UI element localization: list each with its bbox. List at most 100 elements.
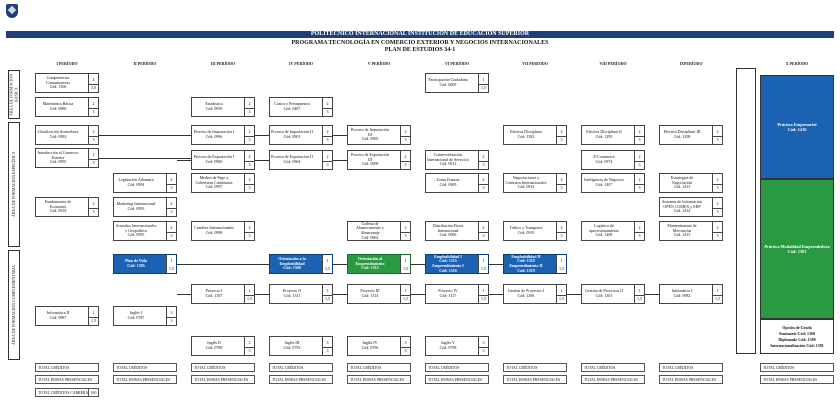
course-code: Cód: 1414	[673, 208, 691, 214]
course-credits: 2	[478, 151, 488, 162]
course-name: Electiva Disciplinar	[510, 129, 542, 135]
course-hours: 3	[478, 183, 488, 192]
course-hours: 1,5	[322, 294, 332, 303]
total-label: TOTAL CRÉDITOS	[116, 365, 148, 370]
course-code: Cód: 1314	[361, 293, 379, 298]
total-credits-cell: TOTAL CRÉDITOS	[503, 363, 567, 372]
course-credits: 2	[244, 174, 254, 185]
course-hours: 3,0	[88, 83, 98, 92]
total-label: TOTAL HORAS PRESENCIALES	[350, 377, 405, 382]
course-credits: 2	[244, 151, 254, 162]
course-credits: 1	[478, 285, 488, 296]
course-hours: 3	[556, 135, 566, 144]
course-credits: 2	[166, 174, 176, 185]
total-credits-cell: TOTAL CRÉDITOS	[113, 363, 177, 372]
total-label: TOTAL HORAS PRESENCIALES	[763, 377, 818, 382]
course-code: Cód: 1305	[127, 263, 145, 268]
course-name: Marketing Internacional	[116, 201, 156, 207]
course-credits: 2	[556, 174, 566, 185]
area-box-specific	[8, 122, 20, 247]
course-code: Cód: 0910	[517, 230, 535, 235]
course-name: Medios de Pago y Coberturas Cambiarias	[195, 175, 233, 185]
course-credits: 1	[634, 285, 644, 296]
total-label: TOTAL HORAS PRESENCIALES	[116, 377, 171, 382]
course-name: Proceso de Exportación II	[271, 154, 313, 160]
course-hours: 3	[322, 107, 332, 116]
course-credits: 1	[478, 74, 488, 85]
course-name: Estadística	[205, 101, 223, 107]
course-hours: 3	[322, 346, 332, 355]
course-name: Empleabilidad I	[434, 253, 462, 259]
course-code: Cód: 1311	[283, 293, 301, 298]
total-label: TOTAL CRÉDITOS	[428, 365, 460, 370]
course-name: Proyecto I	[205, 288, 223, 294]
course-name: Introducción al Comercio Exterior	[37, 150, 79, 160]
course-name: Proceso de Importación I	[193, 129, 235, 135]
total-credits-cell: TOTAL CRÉDITOS	[269, 363, 333, 372]
course-hours: 3	[400, 135, 410, 144]
course-code: Cód: 1407	[595, 182, 613, 187]
course-hours: 3	[166, 207, 176, 216]
course-code: Cód: 1317	[439, 293, 457, 298]
area-box-complementary	[8, 250, 20, 360]
course-code: Cód: 0992	[49, 134, 67, 139]
total-label: TOTAL CRÉDITOS	[763, 365, 795, 370]
course-hours: 3	[244, 346, 254, 355]
total-value: 160	[88, 389, 98, 396]
course-hours: 3	[712, 183, 722, 192]
course-hours: 3	[88, 207, 98, 216]
course-hours: 3	[88, 107, 98, 116]
course-hours: 3	[244, 107, 254, 116]
course-hours: 1,5	[244, 294, 254, 303]
course-hours: 3	[478, 160, 488, 169]
course-credits: 3	[322, 337, 332, 348]
total-hours-cell: TOTAL HORAS PRESENCIALES	[35, 375, 99, 384]
course-name: Matemática Básica	[42, 101, 74, 107]
total-credits-cell: TOTAL CRÉDITOS	[191, 363, 255, 372]
course-card: Sistemas de Información OPEN COMEX y ERP…	[659, 197, 723, 217]
period-header-6: VI PERÍODO	[444, 61, 470, 66]
course-credits: 3	[400, 337, 410, 348]
total-credits-cell: TOTAL CRÉDITOS	[760, 363, 834, 372]
course-code: Cód: 0980	[49, 106, 67, 111]
course-hours: 3	[478, 346, 488, 355]
course-name: Orientación al Emprendimiento	[355, 256, 385, 266]
institution-logo	[6, 4, 18, 18]
course-hours: 1,5	[556, 294, 566, 303]
course-hours: 3	[634, 183, 644, 192]
course-code: Cód: 0993	[127, 206, 145, 211]
total-hours-cell: TOTAL HORAS PRESENCIALES	[760, 375, 834, 384]
course-code: Cód: 1306	[49, 84, 67, 90]
total-label: TOTAL HORAS PRESENCIALES	[38, 377, 93, 382]
course-code: Cód: 0787	[127, 315, 145, 320]
course-text: Negociaciones y Contratos Internacionale…	[504, 174, 548, 192]
